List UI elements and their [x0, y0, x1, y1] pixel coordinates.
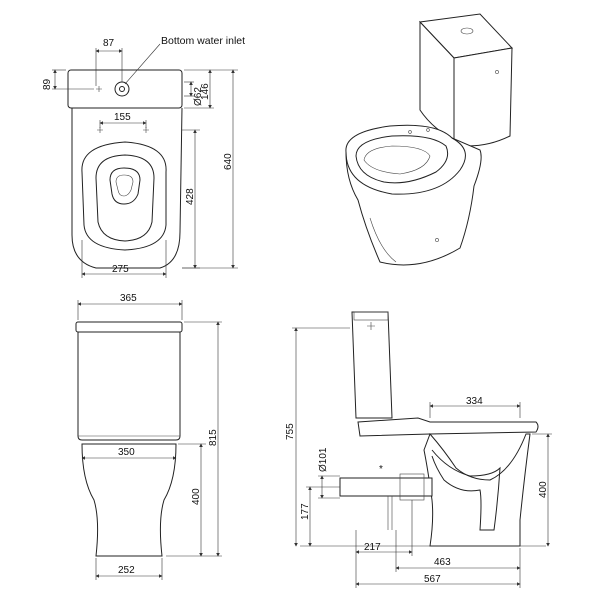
dim-front-252: 252 [118, 565, 135, 576]
side-trapway [431, 449, 501, 531]
top-view-bowl [71, 107, 183, 269]
iso-tank-front [453, 47, 513, 147]
dim-side-400: 400 [538, 481, 549, 498]
dim-side-217: 217 [364, 542, 381, 553]
bottom-water-inlet-label: Bottom water inlet [161, 35, 245, 47]
iso-base-curve [369, 217, 397, 263]
top-view-fixing-holes [97, 127, 149, 133]
dim-front-400: 400 [191, 488, 202, 505]
iso-bowl-opening [355, 135, 449, 184]
dim-front-365: 365 [120, 293, 137, 304]
iso-bowl-body [345, 124, 482, 266]
dim-top-275: 275 [112, 264, 129, 275]
front-tank-body [77, 331, 181, 441]
top-view-inlet-circle [114, 81, 130, 97]
dim-front-815: 815 [208, 429, 219, 446]
dim-front-350: 350 [118, 447, 135, 458]
top-view-button-mark [96, 86, 102, 92]
top-view-inner-bowl [95, 154, 155, 242]
front-tank-lid [75, 321, 183, 333]
side-tank [351, 311, 393, 419]
side-seat [357, 417, 539, 437]
side-star-label: * [379, 464, 383, 475]
side-outlet-pipe [339, 477, 433, 497]
dim-side-463: 463 [434, 557, 451, 568]
isometric-view [345, 13, 514, 266]
side-tank-lid [353, 311, 389, 321]
dim-side-101: Ø101 [318, 447, 329, 472]
dim-side-755: 755 [285, 423, 296, 440]
top-view-drain-inner [115, 174, 134, 197]
dim-side-334: 334 [466, 396, 483, 407]
dim-top-146: 146 [200, 83, 211, 100]
top-view-drain [109, 167, 141, 205]
dim-top-87: 87 [103, 38, 115, 49]
top-view: 87 Bottom water inlet 89 Ø62 146 155 428… [42, 35, 245, 278]
side-view: * 334 755 Ø101 177 400 217 463 [285, 311, 552, 588]
front-view: 365 350 815 400 252 [75, 293, 222, 580]
dim-top-640: 640 [223, 153, 234, 170]
dim-top-89: 89 [42, 78, 53, 90]
iso-tank-button [460, 27, 474, 35]
dim-side-567: 567 [424, 574, 441, 585]
dim-top-62: Ø62 [193, 87, 204, 106]
dim-top-428: 428 [185, 188, 196, 205]
top-view-seat [81, 141, 167, 251]
front-bowl [81, 443, 177, 557]
iso-bowl-inner [363, 145, 431, 175]
side-tank-button [367, 322, 375, 330]
iso-seat-rim [345, 137, 466, 195]
top-view-inlet-core [119, 86, 125, 92]
dim-side-177: 177 [300, 503, 311, 520]
dim-top-155: 155 [114, 112, 131, 123]
